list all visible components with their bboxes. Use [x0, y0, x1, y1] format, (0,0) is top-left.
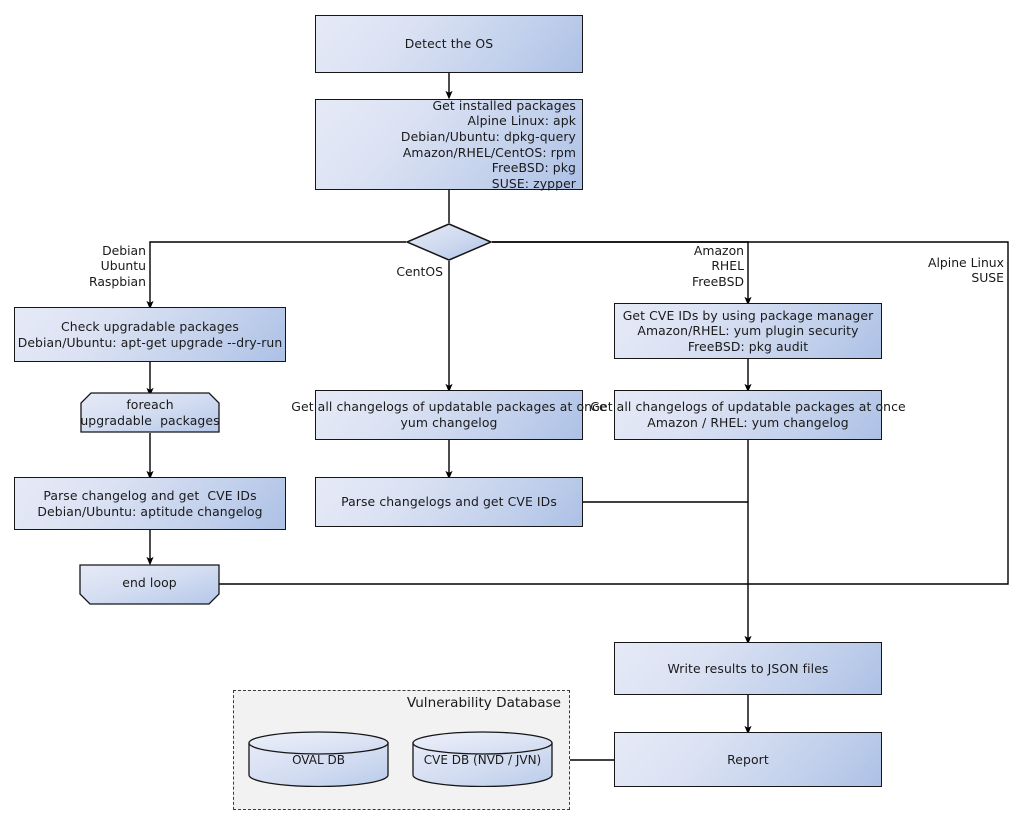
node-changelogs-rhel-label: Get all changelogs of updatable packages…	[590, 399, 906, 430]
node-get-cve-pkgmgr[interactable]: Get CVE IDs by using package manager Ama…	[614, 303, 882, 359]
node-changelogs-centos[interactable]: Get all changelogs of updatable packages…	[291, 390, 607, 440]
edge-label-amazon: Amazon RHEL FreeBSD	[692, 243, 744, 289]
edge-label-alpine: Alpine Linux SUSE	[927, 255, 1004, 286]
node-parse-changelog-debian-label: Parse changelog and get CVE IDs Debian/U…	[37, 487, 263, 519]
database-cylinder-icon	[412, 731, 553, 788]
node-check-upgradable-label: Check upgradable packages Debian/Ubuntu:…	[17, 318, 283, 350]
db-oval[interactable]: OVAL DB	[248, 731, 389, 788]
db-cve[interactable]: CVE DB (NVD / JVN)	[412, 731, 553, 788]
node-foreach-loop[interactable]: foreach upgradable packages	[80, 392, 220, 433]
node-parse-changelogs-centos-label: Parse changelogs and get CVE IDs	[341, 494, 557, 510]
group-vulnerability-database-title: Vulnerability Database	[406, 695, 561, 711]
database-cylinder-icon	[248, 731, 389, 788]
node-detect-os-label: Detect the OS	[404, 36, 494, 52]
node-check-upgradable[interactable]: Check upgradable packages Debian/Ubuntu:…	[14, 307, 286, 362]
node-detect-os[interactable]: Detect the OS	[315, 15, 583, 73]
node-decision-os[interactable]	[405, 223, 493, 261]
node-write-json[interactable]: Write results to JSON files	[614, 642, 882, 695]
node-get-installed-packages-label: Get installed packages Alpine Linux: apk…	[400, 97, 576, 191]
node-parse-changelogs-centos[interactable]: Parse changelogs and get CVE IDs	[315, 477, 583, 527]
edge-label-centos: CentOS	[396, 264, 443, 279]
db-oval-label: OVAL DB	[292, 753, 345, 767]
node-parse-changelog-debian[interactable]: Parse changelog and get CVE IDs Debian/U…	[14, 477, 286, 530]
node-report-label: Report	[727, 751, 769, 767]
db-cve-label: CVE DB (NVD / JVN)	[423, 753, 542, 767]
loop-start-shape-icon	[80, 392, 220, 433]
diamond-icon	[405, 223, 493, 261]
node-write-json-label: Write results to JSON files	[667, 660, 829, 676]
node-changelogs-centos-label: Get all changelogs of updatable packages…	[291, 399, 607, 430]
edge-label-debian: Debian Ubuntu Raspbian	[88, 243, 146, 289]
loop-end-shape-icon	[79, 564, 220, 605]
node-get-installed-packages[interactable]: Get installed packages Alpine Linux: apk…	[315, 97, 583, 191]
node-end-loop-label: end loop	[122, 574, 177, 590]
node-get-cve-pkgmgr-label: Get CVE IDs by using package manager Ama…	[622, 307, 874, 354]
node-report[interactable]: Report	[614, 732, 882, 787]
node-end-loop[interactable]: end loop	[79, 564, 220, 605]
node-foreach-loop-label: foreach upgradable packages	[80, 396, 220, 428]
node-changelogs-rhel[interactable]: Get all changelogs of updatable packages…	[590, 390, 906, 440]
